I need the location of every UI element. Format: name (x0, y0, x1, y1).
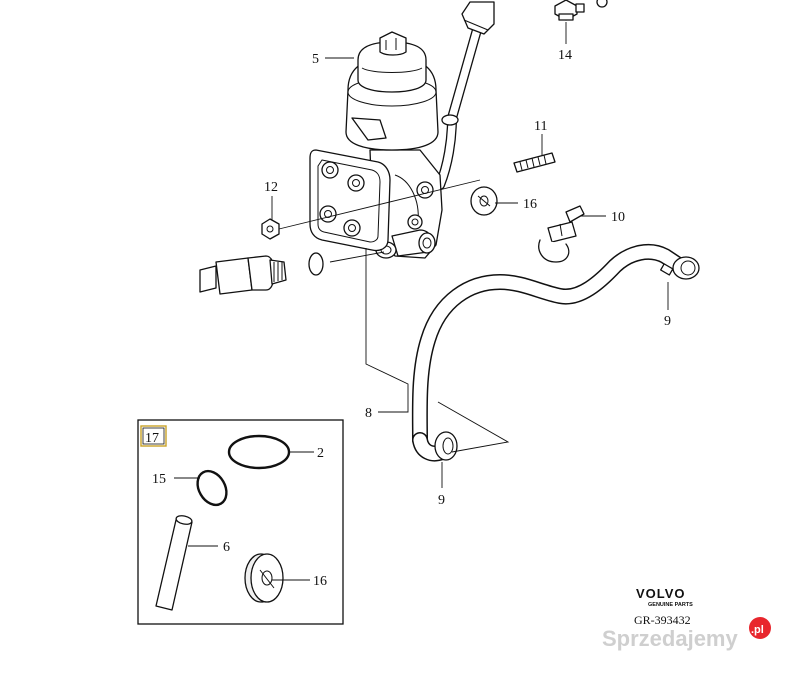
oil-pressure-sensor (199, 252, 324, 295)
callout-11: 11 (534, 119, 547, 134)
leader-lines (271, 22, 669, 488)
kit-callout-15: 15 (152, 472, 166, 487)
callout-8: 8 (365, 406, 372, 421)
o-ring-small (196, 469, 228, 507)
watermark-text: Sprzedajemy (602, 626, 738, 651)
callout-16: 16 (523, 197, 537, 212)
o-ring-large (227, 434, 291, 470)
kit-box: 17 2 15 6 16 (137, 419, 344, 625)
callout-10: 10 (611, 210, 625, 225)
callout-9-lower: 9 (438, 493, 445, 508)
hose-clamp-lower (434, 431, 458, 461)
watermark-badge (749, 617, 771, 639)
callout-12: 12 (264, 180, 278, 195)
kit-callout-6: 6 (223, 540, 230, 555)
coolant-pipe-upper (435, 1, 495, 190)
genuine-parts-tagline: GENUINE PARTS (648, 602, 693, 608)
callout-5: 5 (312, 52, 319, 67)
tube (155, 515, 193, 611)
seal-washer (470, 186, 498, 216)
stud (513, 152, 556, 173)
hose-clamp-upper (660, 256, 700, 280)
callout-14: 14 (558, 48, 572, 63)
volvo-logo: VOLVO (636, 586, 686, 601)
kit-callout-2: 2 (317, 446, 324, 461)
watermark: Sprzedajemy .pl (602, 617, 771, 651)
kit-number-box (140, 425, 167, 447)
diagram-code: GR-393432 (634, 613, 691, 627)
kit-seal (244, 553, 284, 603)
brand-block: VOLVO GENUINE PARTS GR-393432 (634, 586, 693, 627)
kit-callout-16: 16 (313, 574, 327, 589)
coolant-hose (411, 243, 694, 462)
bolt (554, 0, 608, 21)
callout-9-upper: 9 (664, 314, 671, 329)
nut (261, 218, 280, 240)
oil-filter-cap (345, 31, 439, 151)
oil-filter-housing (309, 149, 443, 259)
watermark-badge-text: .pl (751, 624, 764, 636)
hose-clip (538, 205, 585, 263)
kit-number: 17 (145, 431, 159, 446)
